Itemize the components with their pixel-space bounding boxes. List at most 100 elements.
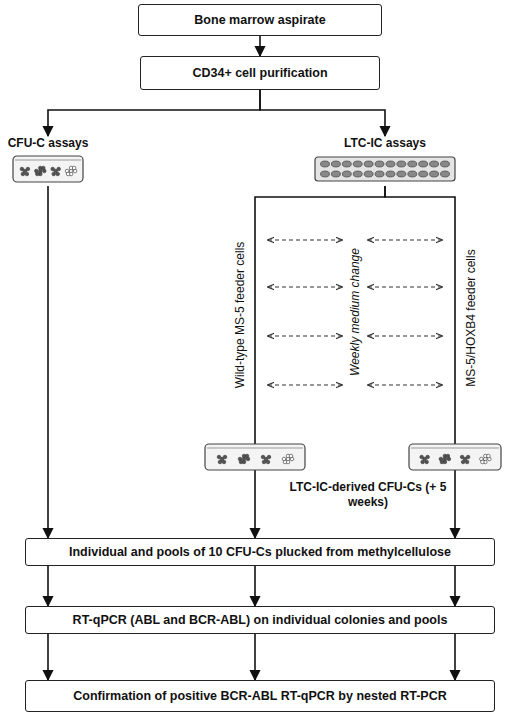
colony-dot — [242, 460, 246, 464]
dish-rim — [15, 160, 81, 161]
process-box: Individual and pools of 10 CFU-Cs plucke… — [25, 538, 495, 566]
colony-dot — [42, 166, 46, 170]
plate-well — [408, 161, 417, 167]
colony-dot — [282, 457, 286, 461]
plate-well — [441, 161, 450, 167]
colony-dot — [286, 457, 290, 461]
colony-dot — [242, 457, 246, 461]
medium-change-arrow — [268, 239, 342, 240]
process-box: Bone marrow aspirate — [138, 4, 382, 36]
flow-arrow — [260, 90, 385, 136]
colony-dot — [439, 457, 443, 461]
dish-rim — [207, 448, 303, 449]
colony-dot — [286, 454, 290, 458]
plate-well — [430, 161, 439, 167]
colony-dot — [443, 460, 447, 464]
plate-well — [353, 161, 362, 167]
culture-dish: CFU-C assays — [5, 136, 91, 186]
colony-dot — [420, 455, 424, 459]
colony-dot — [56, 172, 60, 176]
node-text: CD34+ cell purification — [192, 66, 327, 81]
colony-dot — [466, 455, 470, 459]
lower-dish — [205, 444, 305, 470]
medium-change-arrow — [368, 286, 442, 287]
rotated-note: Weekly medium change — [348, 246, 362, 378]
petri-dish — [205, 444, 305, 470]
colony-dot — [463, 457, 467, 461]
colony-dot — [222, 460, 226, 464]
colony-dot — [25, 172, 29, 176]
edge-label: Wild-type MS-5 feeder cells — [233, 240, 247, 391]
node-text: Bone marrow aspirate — [194, 13, 325, 28]
plate-well — [408, 171, 417, 177]
colony-dot — [238, 457, 242, 461]
flow-arrow — [47, 186, 49, 538]
colony-dot — [26, 167, 30, 171]
flow-arrow — [254, 566, 256, 606]
colony-dot — [286, 460, 290, 464]
culture-plate — [315, 157, 455, 181]
medium-change-arrow — [268, 286, 342, 287]
process-box: CD34+ cell purification — [140, 56, 380, 90]
node-text: Confirmation of positive BCR-ABL RT-qPCR… — [73, 689, 446, 704]
colony-dot — [36, 172, 40, 176]
plate-well — [441, 171, 450, 177]
plate-well — [397, 171, 406, 177]
plate-well — [353, 171, 362, 177]
colony-dot — [239, 460, 243, 464]
colony-dot — [51, 167, 55, 171]
plate-well — [331, 161, 340, 167]
colony-dot — [21, 172, 25, 176]
colony-dot — [488, 457, 492, 461]
plate-well — [430, 171, 439, 177]
flow-arrow — [254, 634, 256, 680]
culture-dish: LTC-IC assays — [305, 136, 465, 186]
colony-dot — [20, 167, 24, 171]
colony-dot — [267, 455, 271, 459]
colony-dot — [218, 460, 222, 464]
flow-arrow — [259, 36, 261, 56]
stage-note: LTC-IC-derived CFU-Cs (+ 5 weeks) — [288, 480, 448, 510]
petri-dish — [409, 444, 501, 470]
colony-dot — [423, 457, 427, 461]
colony-dot — [264, 457, 268, 461]
colony-dot — [223, 455, 227, 459]
colony-dot — [465, 460, 469, 464]
dish-outline — [5, 154, 91, 184]
edge-label: MS-5/HOXB4 feeder cells — [464, 247, 478, 388]
colony-dot — [484, 457, 488, 461]
petri-dish — [13, 156, 83, 182]
colony-dot — [245, 454, 249, 458]
colony-dot — [217, 455, 221, 459]
node-text: Individual and pools of 10 CFU-Cs plucke… — [69, 545, 451, 560]
dish-outline — [305, 154, 465, 184]
plate-well — [386, 171, 395, 177]
plate-well — [331, 171, 340, 177]
colony-dot — [262, 460, 266, 464]
flow-arrow — [454, 566, 456, 606]
plate-well — [386, 161, 395, 167]
colony-dot — [484, 460, 488, 464]
colony-dot — [66, 172, 70, 176]
node-text: CFU-C assays — [8, 136, 89, 150]
plate-well — [321, 161, 330, 167]
colony-dot — [72, 166, 76, 170]
plate-well — [321, 171, 330, 177]
medium-change-arrow — [268, 335, 342, 336]
plate-well — [419, 171, 428, 177]
medium-change-arrow — [368, 384, 442, 385]
medium-change-arrow — [368, 335, 442, 336]
flow-arrow — [47, 566, 49, 606]
colony-dot — [246, 457, 250, 461]
colony-dot — [283, 460, 287, 464]
colony-dot — [289, 454, 293, 458]
plate-well — [342, 161, 351, 167]
colony-dot — [446, 454, 450, 458]
plate-well — [375, 161, 384, 167]
node-text: LTC-IC assays — [344, 136, 426, 150]
flow-arrow — [47, 634, 49, 680]
colony-dot — [447, 457, 451, 461]
plate-well — [364, 171, 373, 177]
